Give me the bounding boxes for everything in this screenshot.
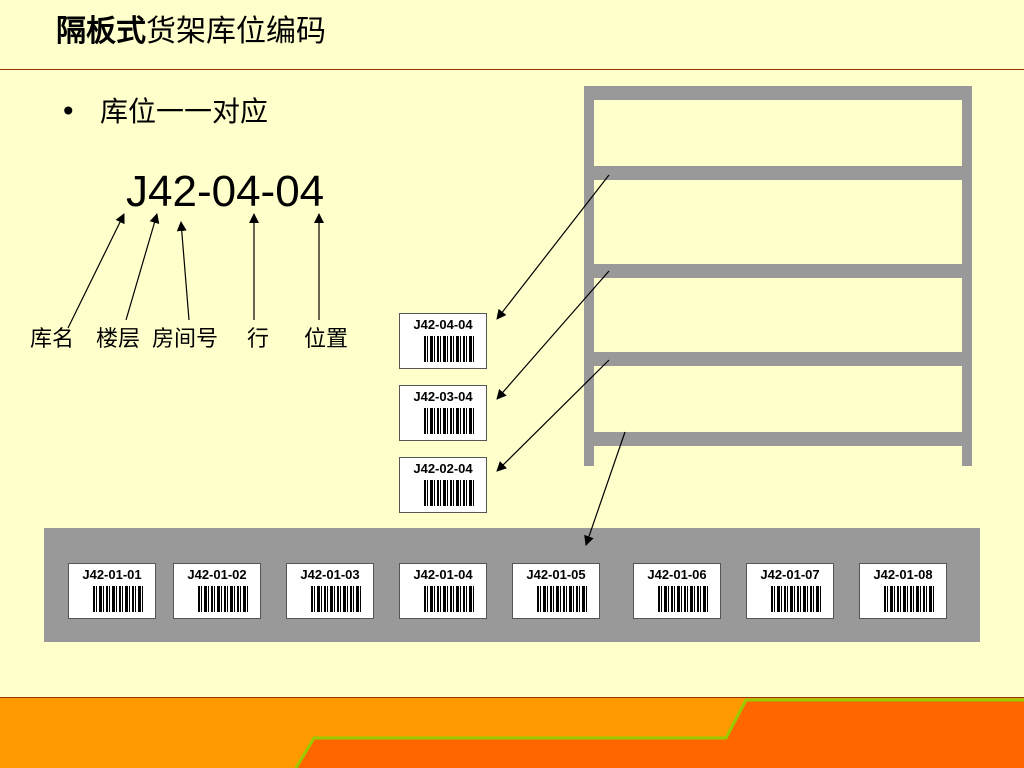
floor-label-text: J42-01-06 xyxy=(647,567,707,582)
floor-label-card: J42-01-08 xyxy=(859,563,947,619)
bullet-text: 库位一一对应 xyxy=(100,95,269,128)
page-title-normal: 货架库位编码 xyxy=(146,14,326,49)
location-code: J42-04-04 xyxy=(126,167,325,216)
page-title: 隔板式货架库位编码 xyxy=(56,10,326,54)
barcode-icon xyxy=(424,480,474,506)
bullet-marker: • xyxy=(60,95,77,128)
shelf-label-text: J42-02-04 xyxy=(413,461,473,476)
arrow-shelf-1 xyxy=(584,431,626,546)
floor-label-card: J42-01-07 xyxy=(746,563,834,619)
shelf-label-card: J42-02-04 xyxy=(399,457,487,513)
shelf-board-4 xyxy=(584,166,972,180)
floor-label-card: J42-01-06 xyxy=(633,563,721,619)
arrow-floor xyxy=(125,213,160,321)
shelf-label-card: J42-04-04 xyxy=(399,313,487,369)
arrow-warehouse xyxy=(67,213,125,329)
floor-label-text: J42-01-07 xyxy=(760,567,820,582)
shelf-board-3 xyxy=(584,264,972,278)
floor-label-card: J42-01-02 xyxy=(173,563,261,619)
part-label-warehouse: 库名 xyxy=(30,327,75,352)
barcode-icon xyxy=(198,586,248,612)
footer-decoration xyxy=(0,697,1024,768)
barcode-icon xyxy=(537,586,587,612)
floor-label-text: J42-01-03 xyxy=(300,567,360,582)
barcode-icon xyxy=(311,586,361,612)
floor-label-text: J42-01-04 xyxy=(413,567,473,582)
shelf-label-card: J42-03-04 xyxy=(399,385,487,441)
shelf-label-text: J42-04-04 xyxy=(413,317,473,332)
floor-label-text: J42-01-08 xyxy=(873,567,933,582)
floor-label-card: J42-01-03 xyxy=(286,563,374,619)
title-divider xyxy=(0,69,1024,70)
part-label-floor: 楼层 xyxy=(96,327,141,352)
arrow-shelf-4 xyxy=(496,174,610,320)
shelf-board-2 xyxy=(584,352,972,366)
page-title-bold: 隔板式 xyxy=(56,14,146,49)
bullet-point: • 库位一一对应 xyxy=(60,92,268,132)
part-label-position: 位置 xyxy=(304,327,349,352)
floor-label-text: J42-01-01 xyxy=(82,567,142,582)
part-label-row: 行 xyxy=(247,327,270,352)
barcode-icon xyxy=(884,586,934,612)
barcode-icon xyxy=(93,586,143,612)
shelf-board-top xyxy=(584,86,972,100)
arrow-room xyxy=(176,221,190,321)
floor-label-card: J42-01-04 xyxy=(399,563,487,619)
barcode-icon xyxy=(424,408,474,434)
part-label-room: 房间号 xyxy=(152,327,219,352)
shelf-board-1 xyxy=(584,432,972,446)
floor-label-card: J42-01-05 xyxy=(512,563,600,619)
arrow-shelf-3 xyxy=(496,270,610,400)
barcode-icon xyxy=(424,336,474,362)
arrow-shelf-2 xyxy=(496,359,610,472)
floor-label-text: J42-01-05 xyxy=(526,567,586,582)
shelf-label-text: J42-03-04 xyxy=(413,389,473,404)
barcode-icon xyxy=(771,586,821,612)
barcode-icon xyxy=(424,586,474,612)
floor-label-text: J42-01-02 xyxy=(187,567,247,582)
barcode-icon xyxy=(658,586,708,612)
floor-label-card: J42-01-01 xyxy=(68,563,156,619)
